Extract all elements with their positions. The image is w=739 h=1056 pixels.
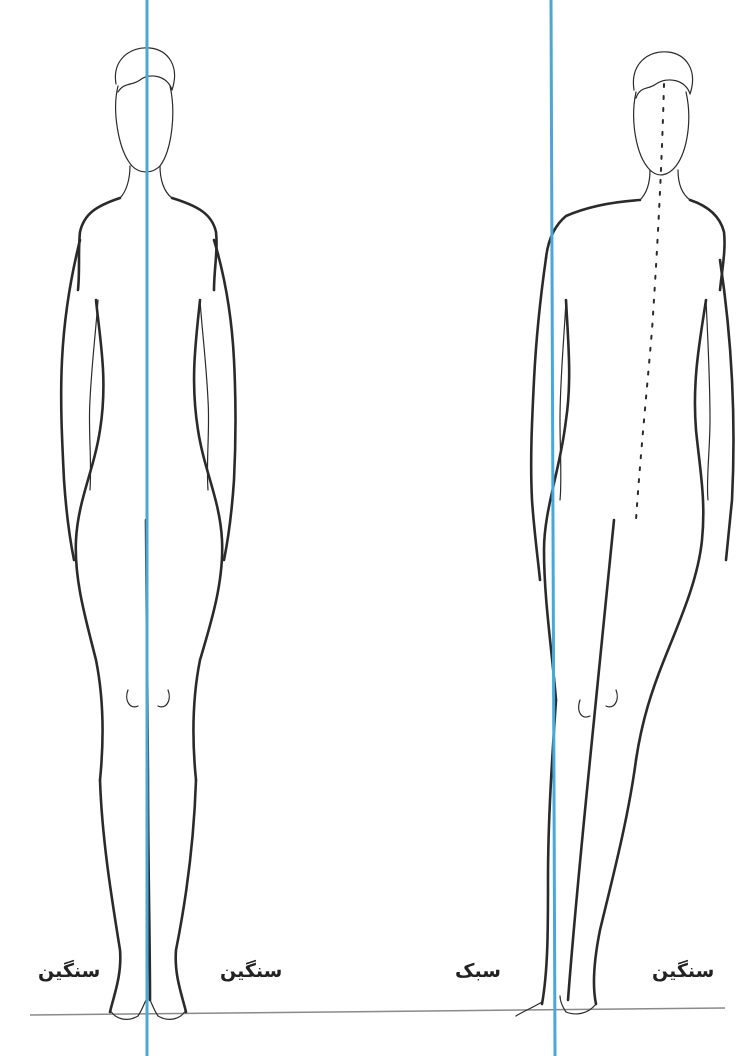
right-figure [516,52,734,1016]
ground-line [30,1008,725,1015]
label-right-figure-left-foot: سبک [455,960,501,982]
center-of-balance-dotted-line [636,84,664,520]
label-left-figure-right-foot: سنگین [220,960,282,982]
label-right-figure-right-foot: سنگین [652,960,714,982]
right-figure-balance-line [551,0,555,1056]
label-left-figure-left-foot: سنگین [38,960,100,982]
